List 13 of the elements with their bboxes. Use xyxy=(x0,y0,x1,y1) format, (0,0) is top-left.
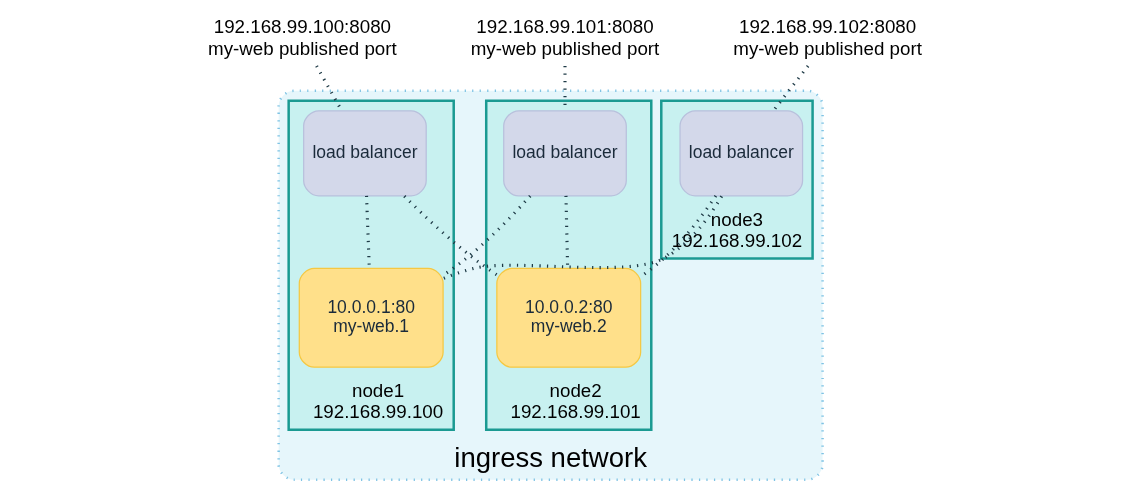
node-text: 192.168.99.102:8080 my-web published port xyxy=(732,16,922,59)
connector xyxy=(563,195,569,268)
node-box: 10.0.0.1:80 my-web.1 xyxy=(298,267,444,368)
node-box: load balancer xyxy=(302,110,427,197)
node-text: 192.168.99.101:8080 my-web published port xyxy=(470,16,659,59)
node-box: 10.0.0.2:80 my-web.2 xyxy=(495,267,641,368)
connector xyxy=(771,65,809,112)
node-text: 192.168.99.100:8080 my-web published port xyxy=(207,16,397,59)
connector xyxy=(442,195,723,280)
connector xyxy=(402,195,497,276)
node-box: load balancer xyxy=(678,110,803,197)
connector xyxy=(364,195,371,268)
node-box: load balancer xyxy=(502,110,627,197)
